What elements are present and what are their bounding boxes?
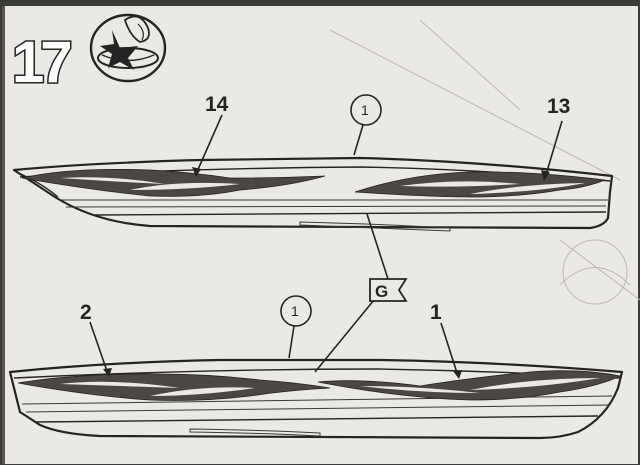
arrowhead-13	[541, 170, 550, 181]
circled-part-marker-icon	[280, 295, 312, 327]
decal-stripe-1	[317, 370, 622, 401]
flag-callout: G	[375, 282, 388, 301]
callout-2: 2	[80, 301, 92, 324]
decal-stripe-13	[354, 171, 606, 198]
leader-flag-up	[366, 213, 389, 280]
leader-13	[544, 120, 563, 179]
flag-marker-icon	[369, 278, 408, 302]
arrowhead-2	[103, 368, 112, 377]
circled-part-marker-icon	[350, 94, 382, 126]
arrowhead-14	[192, 167, 201, 177]
step-number: 17	[12, 30, 70, 95]
circled-callout-top: 1	[361, 102, 369, 118]
callout-1: 1	[430, 301, 442, 324]
leader-1	[440, 322, 459, 377]
leader-circled-bottom	[288, 325, 295, 359]
callout-14: 14	[205, 93, 229, 116]
callout-13: 13	[547, 95, 570, 118]
decal-stripe-14	[21, 168, 326, 197]
ghost-lines	[329, 19, 640, 305]
paper-edge	[2, 6, 5, 464]
leader-2	[89, 321, 109, 375]
circled-callout-bottom: 1	[291, 303, 299, 319]
leader-14	[195, 114, 223, 175]
leader-circled-top	[353, 124, 364, 156]
arrowhead-1	[453, 370, 462, 379]
leader-flag-down	[314, 299, 375, 373]
decal-stripe-2	[17, 373, 331, 401]
decal-water-dip-icon	[89, 13, 167, 83]
